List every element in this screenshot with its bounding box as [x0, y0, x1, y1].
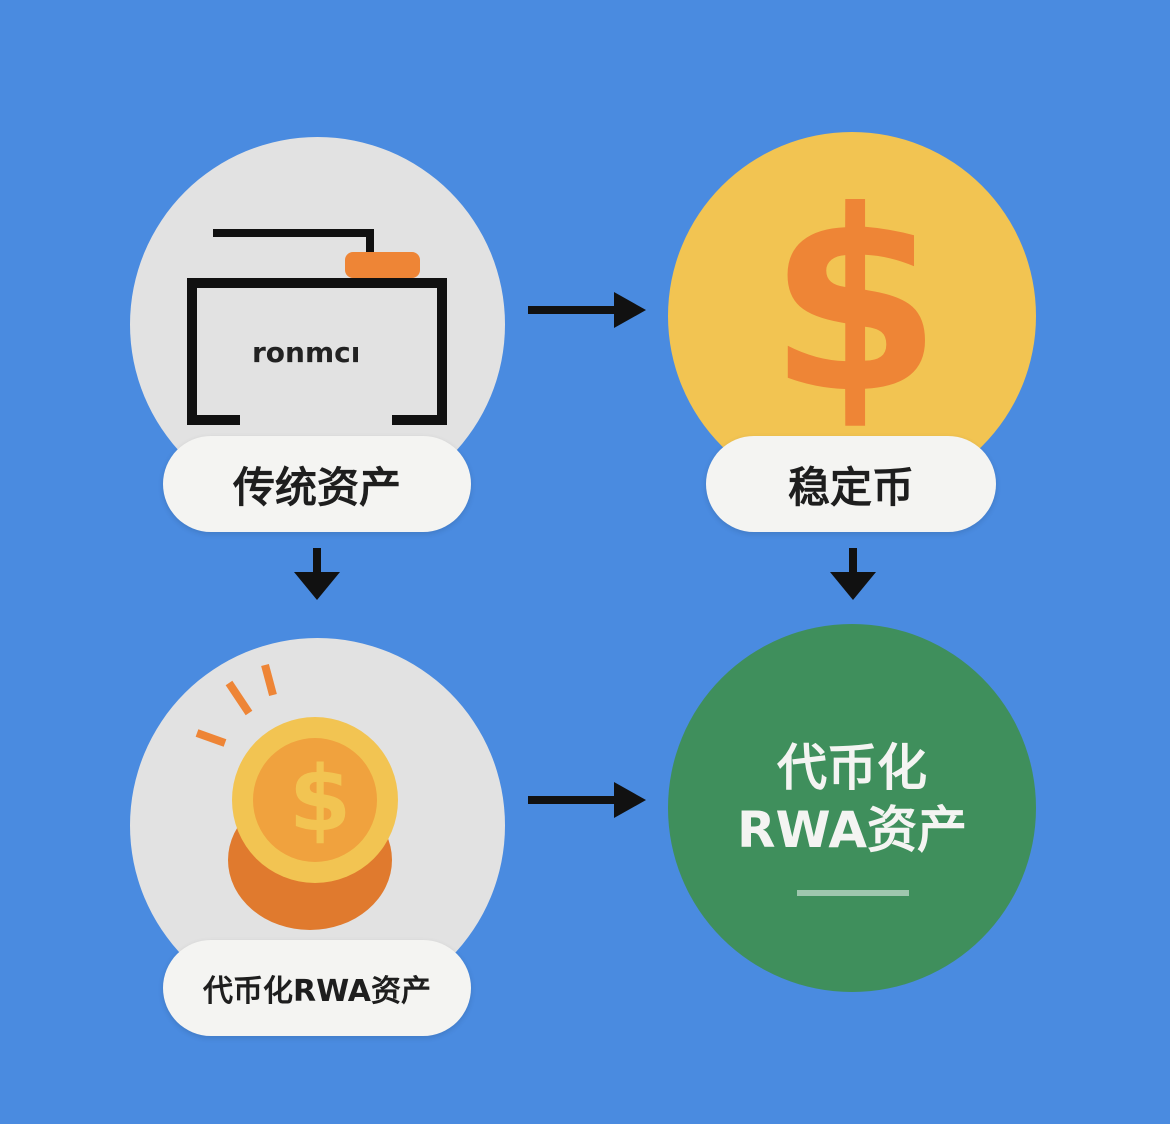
down-arrow-left — [294, 548, 340, 600]
tokenized-coins-label: 代币化RWA资产 — [163, 940, 471, 1036]
right-arrow-bottom — [528, 782, 646, 818]
dollar-sign-icon: $ — [768, 157, 942, 448]
tokenized-rwa-line2: RWA资产 — [736, 801, 968, 859]
briefcase-icon — [187, 229, 447, 425]
right-arrow-top — [528, 292, 646, 328]
coin-stack-icon — [228, 717, 398, 930]
down-arrow-right — [830, 548, 876, 600]
coin-dollar-symbol: $ — [288, 747, 352, 852]
sparkle-icon — [195, 663, 277, 747]
tokenized-rwa-circle — [668, 624, 1036, 992]
traditional-asset-label: 传统资产 — [163, 436, 471, 532]
stablecoin-label: 稳定币 — [706, 436, 996, 532]
tokenized-rwa-underline — [797, 890, 909, 896]
briefcase-text: ronmcı — [252, 336, 361, 369]
tokenized-rwa-line1: 代币化 — [777, 739, 927, 797]
